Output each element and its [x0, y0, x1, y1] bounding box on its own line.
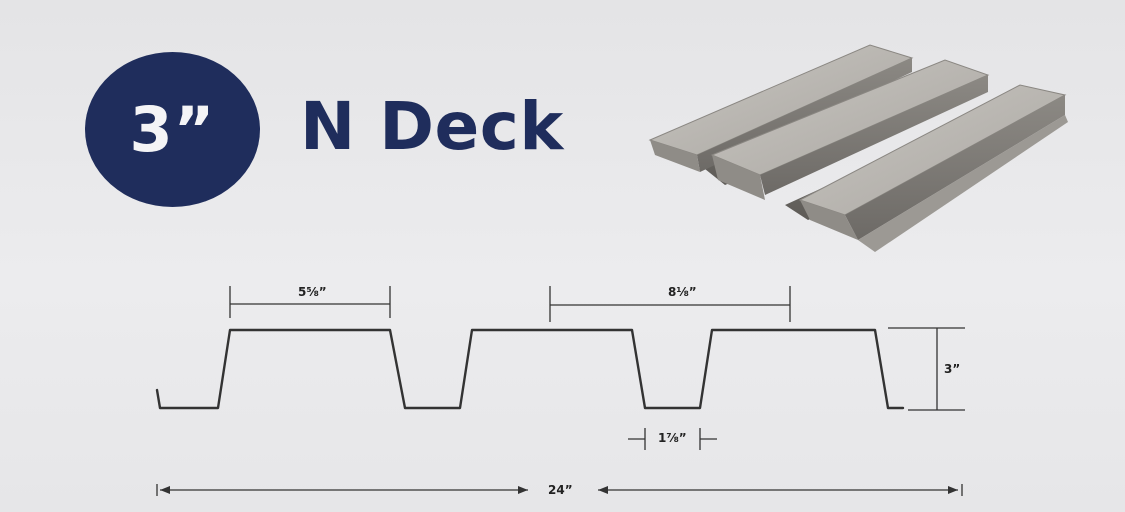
rib-pitch-dimension-line: [549, 286, 791, 322]
rib-bottom-dimension-line: [628, 428, 717, 450]
deck-depth-label: 3”: [944, 362, 961, 376]
top-flange-dimension-line: [229, 286, 391, 318]
rib-bottom-width-label: 1⅞”: [658, 431, 687, 445]
depth-badge-label: 3”: [129, 93, 216, 166]
depth-badge: 3”: [85, 52, 260, 207]
top-flange-width-label: 5⅝”: [298, 285, 327, 299]
product-title: N Deck: [300, 88, 564, 165]
deck-profile-line: [155, 328, 905, 410]
rib-pitch-label: 8⅛”: [668, 285, 697, 299]
deck-depth-dimension-line: [888, 327, 965, 411]
cover-width-dimension-line: [156, 484, 963, 496]
cover-width-label: 24”: [548, 483, 573, 497]
